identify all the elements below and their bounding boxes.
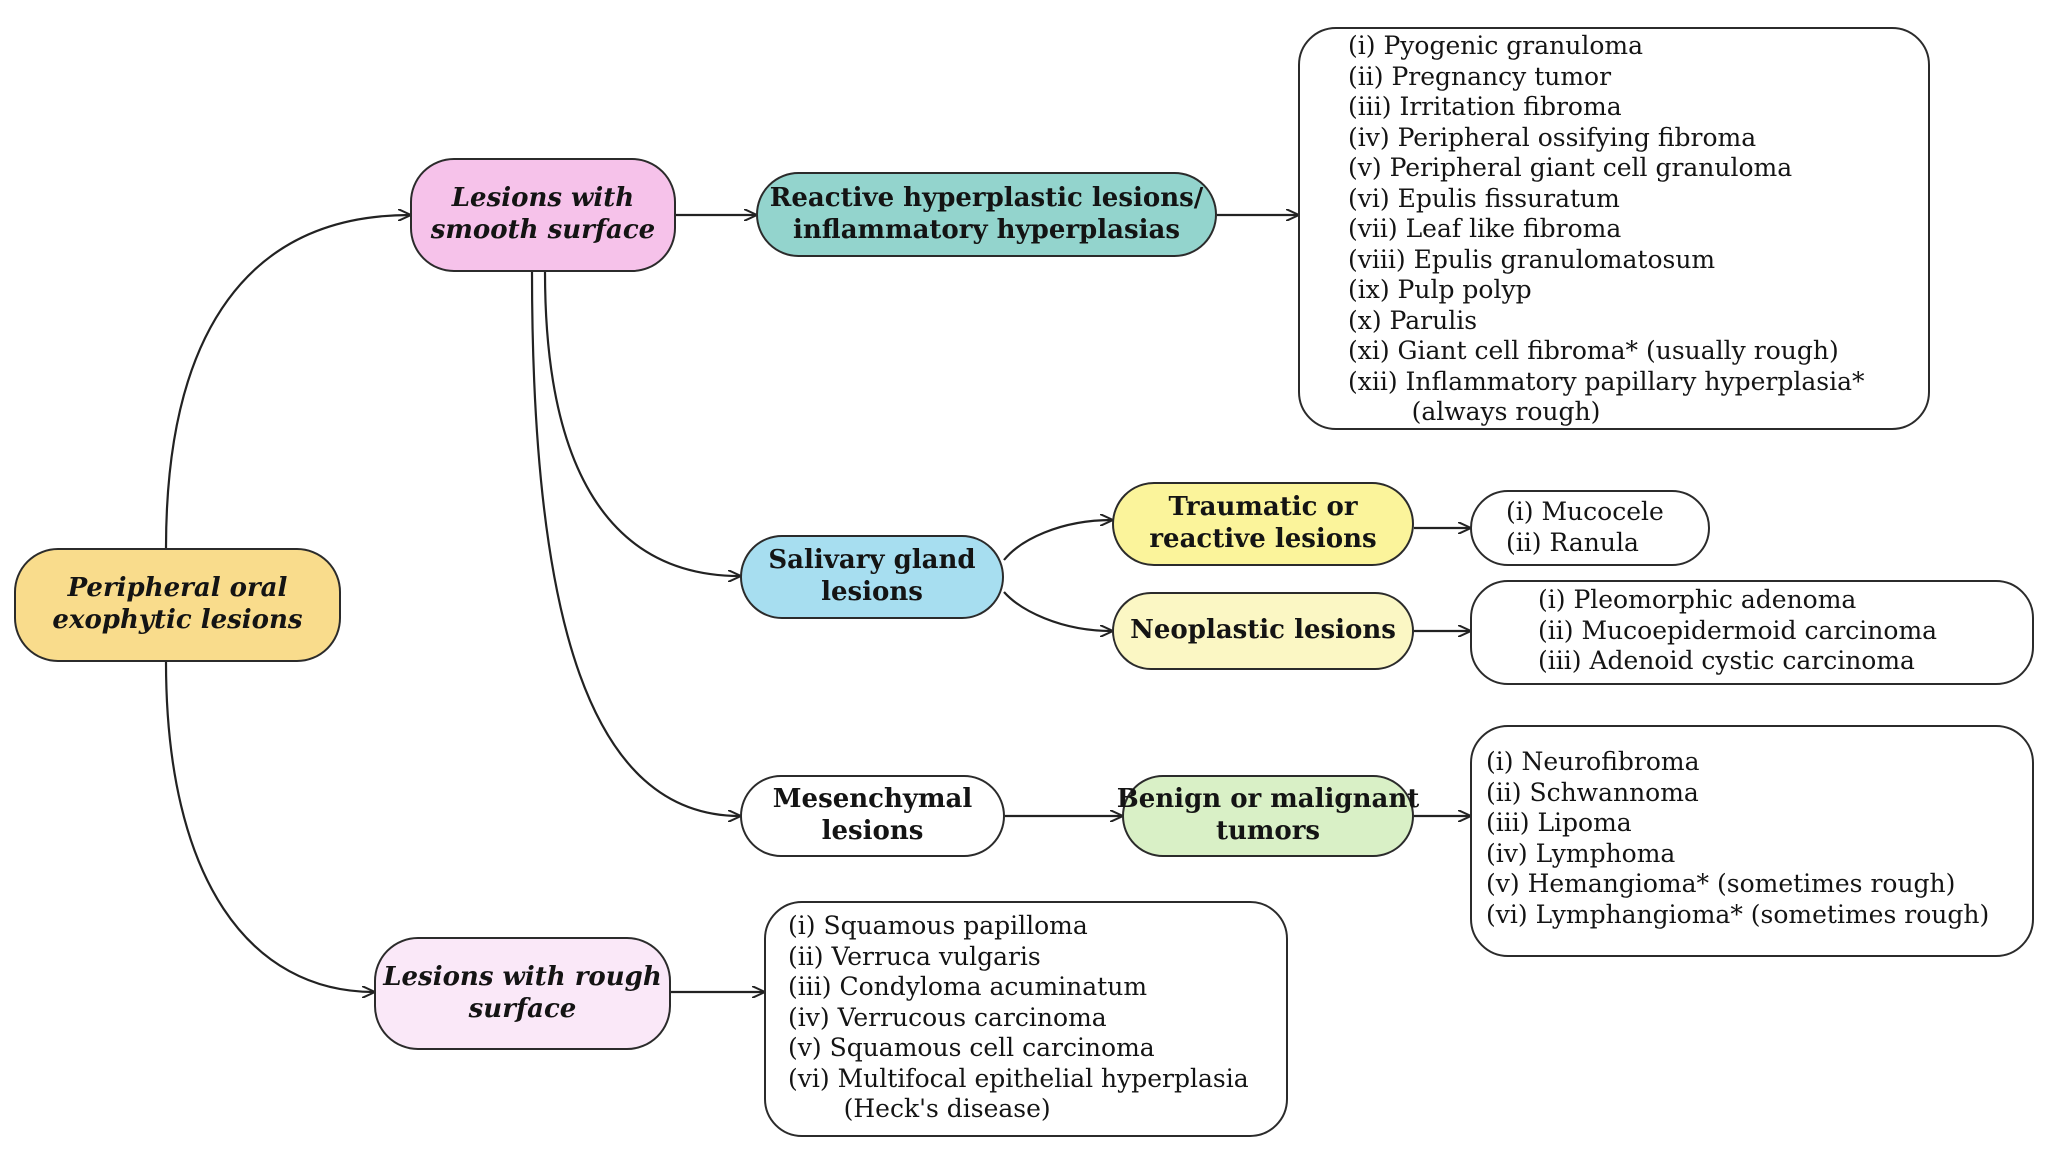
list-rough-surface-lesions: (i) Squamous papilloma(ii) Verruca vulga… [764, 901, 1288, 1137]
arrow-root-to-smooth [164, 215, 410, 549]
node-benign-or-malignant-tumors: Benign or malignant tumors [1117, 775, 1419, 857]
list-item: (ii) Schwannoma [1486, 777, 1699, 807]
list-item: (i) Mucocele [1506, 497, 1664, 526]
list-traumatic-reactive-lesions: (i) Mucocele(ii) Ranula [1470, 490, 1710, 566]
node-label: Peripheral oral exophytic lesions [52, 573, 303, 635]
node-label: Salivary gland lesions [768, 545, 976, 607]
list-item: (vii) Leaf like fibroma [1348, 214, 1622, 243]
list-item: (vi) Multifocal epithelial hyperplasia [788, 1063, 1249, 1093]
node-label: Lesions with rough surface [383, 961, 662, 1024]
list-item: (i) Pleomorphic adenoma [1538, 585, 1857, 614]
node-label: Benign or malignant tumors [1116, 784, 1420, 846]
list-item: (i) Neurofibroma [1486, 747, 1700, 776]
list-item: (v) Peripheral giant cell granuloma [1348, 153, 1793, 182]
list-item: (i) Squamous papilloma [788, 911, 1088, 940]
list-neoplastic-lesions: (i) Pleomorphic adenoma(ii) Mucoepidermo… [1470, 580, 2034, 685]
node-lesions-smooth-surface: Lesions with smooth surface [410, 158, 676, 272]
arrow-smooth-to-salivary [543, 271, 740, 576]
arrow-salivary-to-neoplastic [1003, 591, 1112, 631]
list-item: (iii) Irritation fibroma [1348, 92, 1622, 121]
list-item: (ix) Pulp polyp [1348, 275, 1532, 304]
node-salivary-gland-lesions: Salivary gland lesions [740, 535, 1004, 619]
list-item: (ii) Ranula [1506, 527, 1639, 557]
list-item: (x) Parulis [1348, 305, 1478, 335]
list-item: (iii) Lipoma [1486, 808, 1632, 837]
node-label: Neoplastic lesions [1130, 615, 1396, 646]
list-item: (vi) Epulis fissuratum [1348, 183, 1620, 213]
arrow-smooth-to-mesenchymal [530, 271, 740, 816]
list-item: (iii) Adenoid cystic carcinoma [1538, 646, 1915, 675]
node-mesenchymal-lesions: Mesenchymal lesions [740, 775, 1005, 857]
node-label: Mesenchymal lesions [772, 784, 973, 846]
node-reactive-hyperplastic-lesions: Reactive hyperplastic lesions/ inflammat… [756, 172, 1217, 257]
arrow-root-to-rough [164, 661, 374, 992]
list-item: (v) Hemangioma* (sometimes rough) [1486, 869, 1956, 898]
list-item: (vi) Lymphangioma* (sometimes rough) [1486, 899, 1990, 929]
list-item: (ii) Verruca vulgaris [788, 941, 1041, 971]
node-label: Reactive hyperplastic lesions/ inflammat… [769, 182, 1204, 245]
list-benign-or-malignant-tumors: (i) Neurofibroma(ii) Schwannoma(iii) Lip… [1470, 725, 2034, 957]
node-lesions-rough-surface: Lesions with rough surface [374, 937, 671, 1050]
list-item: (iv) Peripheral ossifying fibroma [1348, 122, 1757, 152]
node-label: Traumatic or reactive lesions [1149, 492, 1377, 554]
list-item: (ii) Pregnancy tumor [1348, 61, 1612, 91]
list-item: (viii) Epulis granulomatosum [1348, 244, 1716, 274]
list-reactive-hyperplastic-lesions: (i) Pyogenic granuloma(ii) Pregnancy tum… [1298, 27, 1930, 430]
node-neoplastic-lesions: Neoplastic lesions [1112, 592, 1414, 670]
list-item: (ii) Mucoepidermoid carcinoma [1538, 615, 1938, 645]
node-traumatic-reactive-lesions: Traumatic or reactive lesions [1112, 482, 1414, 566]
list-item: (iv) Lymphoma [1486, 838, 1676, 868]
list-item: (iv) Verrucous carcinoma [788, 1002, 1107, 1032]
list-item: (iii) Condyloma acuminatum [788, 972, 1148, 1001]
list-item: (xii) Inflammatory papillary hyperplasia… [1348, 366, 1865, 396]
list-item: (i) Pyogenic granuloma [1348, 31, 1644, 60]
list-item: (v) Squamous cell carcinoma [788, 1033, 1155, 1062]
node-label: Lesions with smooth surface [430, 183, 656, 245]
arrow-salivary-to-traumatic [1003, 520, 1112, 561]
list-item: (Heck's disease) [788, 1094, 1051, 1123]
list-item: (xi) Giant cell fibroma* (usually rough) [1348, 336, 1839, 365]
node-peripheral-oral-exophytic-lesions: Peripheral oral exophytic lesions [14, 548, 341, 662]
list-item: (always rough) [1348, 397, 1601, 426]
